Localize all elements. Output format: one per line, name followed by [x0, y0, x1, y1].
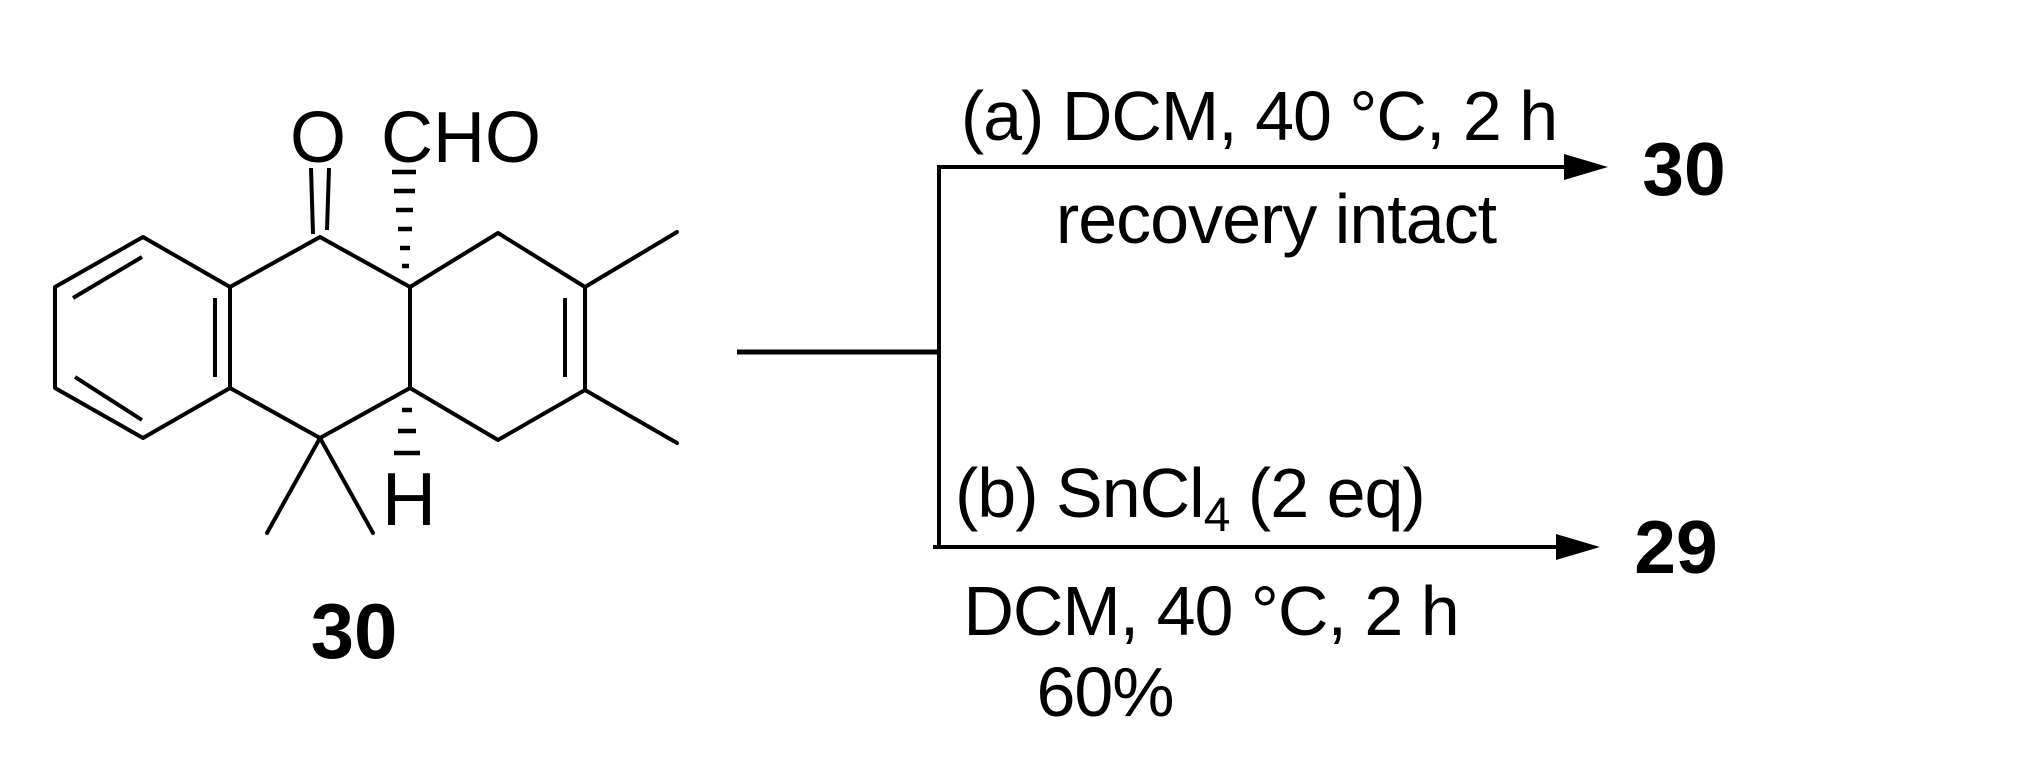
arrow-a-head	[1564, 154, 1608, 180]
branch-b-reagent-equiv: (2 eq)	[1229, 454, 1424, 532]
ketone-oxygen-label: O	[290, 98, 346, 178]
ketone-double-bond-right	[325, 167, 331, 231]
branch-b-reagent: (b) SnCl	[955, 454, 1204, 532]
reactant-number-label: 30	[311, 587, 398, 675]
gem-dimethyl-bond-right	[318, 436, 375, 535]
arrow-b-head	[1556, 534, 1600, 560]
aldehyde-label: CHO	[381, 98, 541, 178]
branch-a-product-label: 30	[1642, 127, 1725, 211]
ketone-double-bond-left	[309, 167, 315, 235]
branch-b-conditions-line2: DCM, 40 °C, 2 h	[963, 572, 1458, 650]
central-ring	[228, 235, 412, 440]
methyl-bond-lower	[583, 388, 679, 445]
branch-b-product-label: 29	[1634, 505, 1717, 589]
branch-b-yield: 60%	[1036, 653, 1173, 731]
gem-dimethyl-bond-left	[265, 436, 322, 535]
branch-a-conditions-line1: (a) DCM, 40 °C, 2 h	[961, 77, 1557, 155]
right-ring	[408, 231, 587, 442]
aromatic-double-bond-bottom	[73, 375, 144, 422]
branch-a: (a) DCM, 40 °C, 2 h recovery intact 30	[939, 77, 1726, 258]
reactant-structure: O CHO H 30	[53, 98, 679, 675]
benzene-ring	[53, 235, 232, 440]
branch-connector	[737, 165, 941, 549]
branch-b: (b) SnCl4 (2 eq) DCM, 40 °C, 2 h 60% 29	[933, 454, 1718, 731]
hashed-wedge-cho	[392, 169, 416, 269]
branch-a-conditions-line2: recovery intact	[1056, 180, 1497, 258]
aromatic-double-bond-top	[71, 255, 144, 300]
ring-hydrogen-label: H	[382, 457, 436, 541]
methyl-bond-upper	[583, 230, 679, 289]
branch-b-reagent-subscript: 4	[1204, 489, 1230, 542]
hashed-wedge-h	[394, 407, 420, 456]
branch-b-conditions-line1: (b) SnCl4 (2 eq)	[955, 454, 1425, 542]
